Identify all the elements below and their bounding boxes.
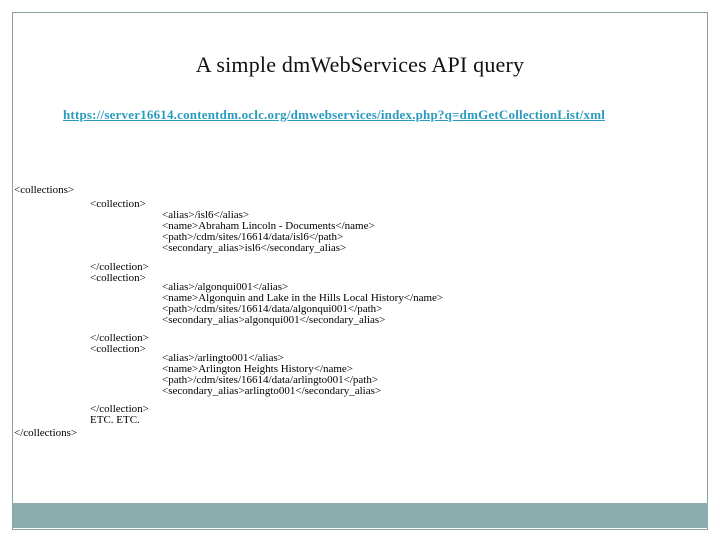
xml-secondary-alias-line: <secondary_alias>arlingto001</secondary_… <box>162 385 382 397</box>
page-title: A simple dmWebServices API query <box>195 52 525 77</box>
xml-collections-close-tag: </collections> <box>14 427 78 439</box>
xml-collection-close-tag: </collection> <box>90 332 149 344</box>
xml-collection-open-tag: <collection> <box>90 198 146 210</box>
xml-name-line: <name>Arlington Heights History</name> <box>162 363 354 375</box>
xml-name-line: <name>Abraham Lincoln - Documents</name> <box>162 220 375 232</box>
xml-etc-label: ETC. ETC. <box>90 414 140 426</box>
xml-collection-close-tag: </collection> <box>90 261 149 273</box>
xml-collection-open-tag: <collection> <box>90 272 146 284</box>
xml-secondary-alias-line: <secondary_alias>isl6</secondary_alias> <box>162 242 347 254</box>
xml-alias-line: <alias>/arlingto001</alias> <box>162 352 284 364</box>
api-query-link[interactable]: https://server16614.contentdm.oclc.org/d… <box>63 107 606 122</box>
xml-collections-open-tag: <collections> <box>14 184 75 196</box>
xml-path-line: <path>/cdm/sites/16614/data/isl6</path> <box>162 231 344 243</box>
xml-alias-line: <alias>/isl6</alias> <box>162 209 250 221</box>
accent-bar <box>13 503 708 528</box>
xml-path-line: <path>/cdm/sites/16614/data/algonqui001<… <box>162 303 383 315</box>
xml-name-line: <name>Algonquin and Lake in the Hills Lo… <box>162 292 444 304</box>
xml-collection-open-tag: <collection> <box>90 343 146 355</box>
xml-path-line: <path>/cdm/sites/16614/data/arlingto001<… <box>162 374 379 386</box>
xml-collection-close-tag: </collection> <box>90 403 149 415</box>
xml-secondary-alias-line: <secondary_alias>algonqui001</secondary_… <box>162 314 386 326</box>
xml-alias-line: <alias>/algonqui001</alias> <box>162 281 289 293</box>
